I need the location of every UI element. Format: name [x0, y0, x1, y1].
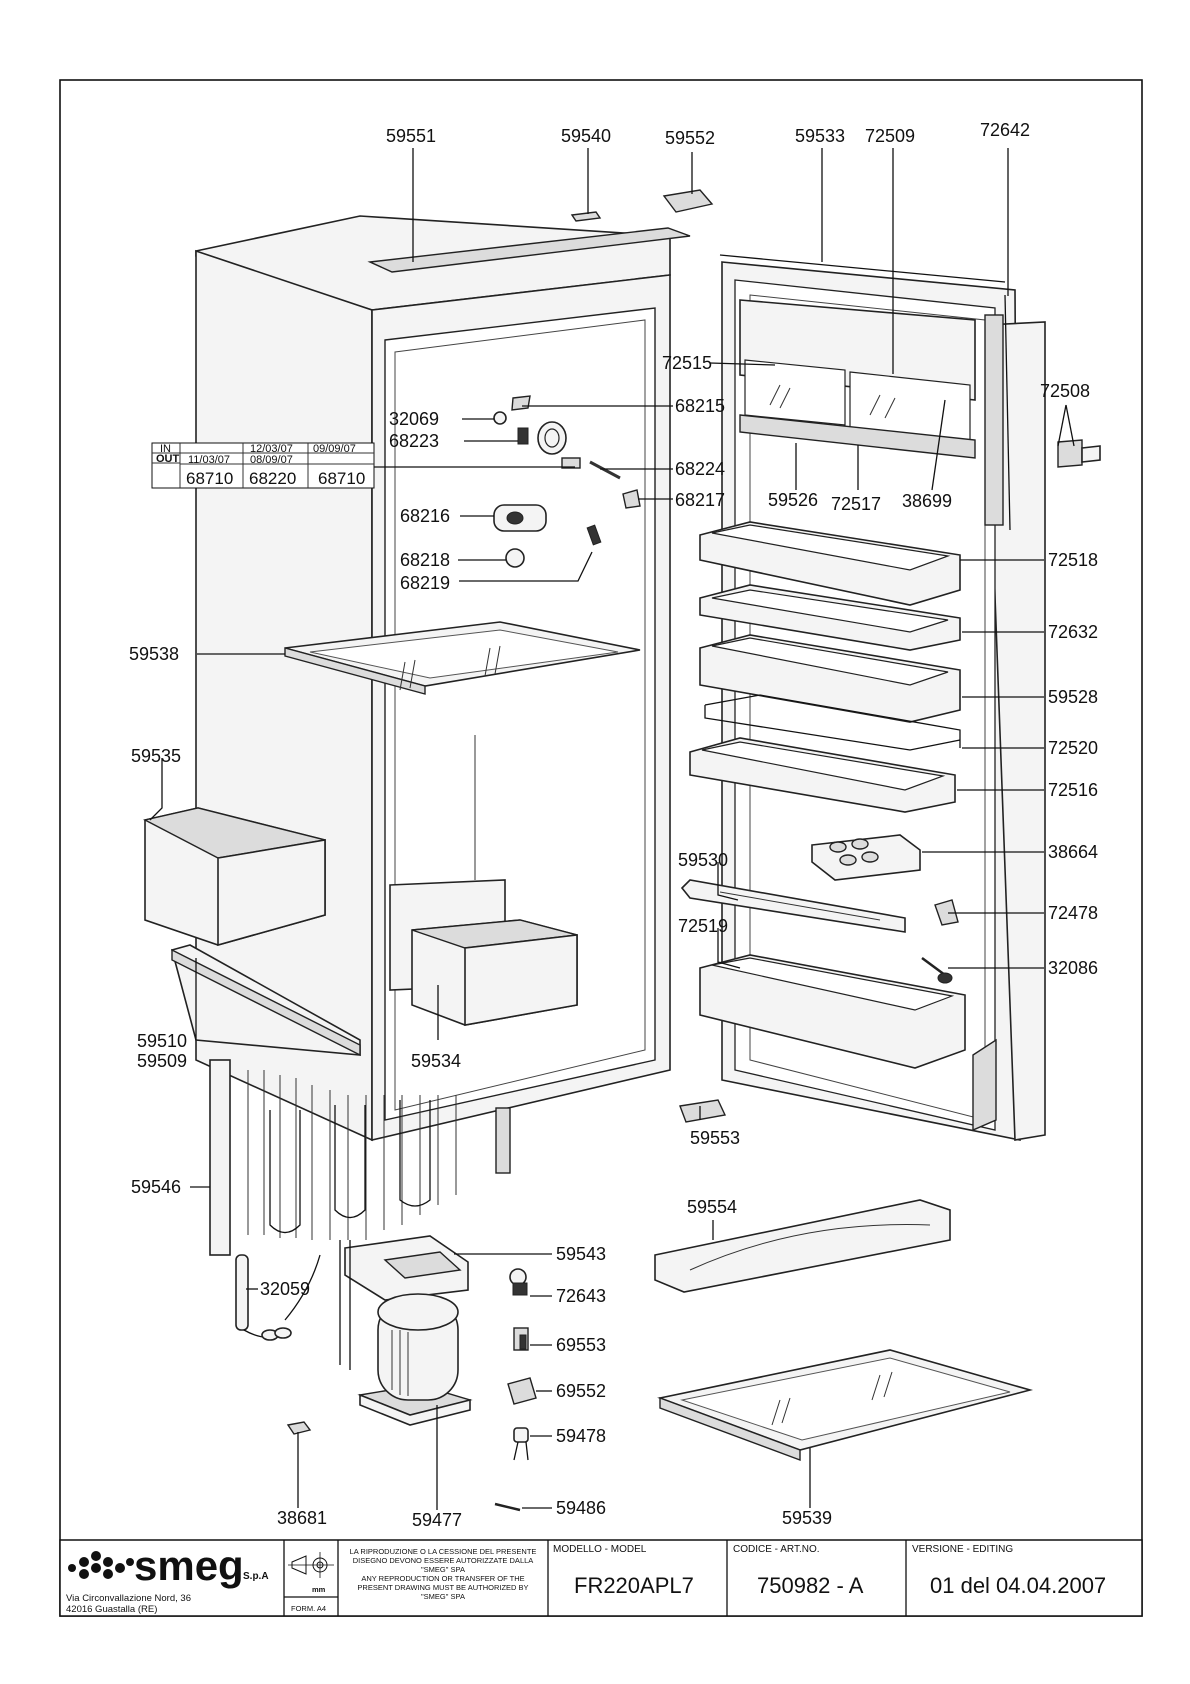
part-label-72643: 72643: [556, 1286, 606, 1306]
logo-text: smeg: [134, 1542, 244, 1589]
part-label-68217: 68217: [675, 490, 725, 510]
part-label-59540: 59540: [561, 126, 611, 146]
part-label-59478: 59478: [556, 1426, 606, 1446]
part-label-59538: 59538: [129, 644, 179, 664]
part-label-59534: 59534: [411, 1051, 461, 1071]
part-label-32059: 32059: [260, 1279, 310, 1299]
part-label-72517: 72517: [831, 494, 881, 514]
rev-code-2: 68220: [249, 469, 296, 488]
code-value: 750982 - A: [757, 1573, 864, 1598]
part-label-59539: 59539: [782, 1508, 832, 1528]
notice-it-2: DISEGNO DEVONO ESSERE AUTORIZZATE DALLA: [353, 1556, 534, 1565]
rev-out-date-2: 08/09/07: [250, 454, 293, 466]
version-value: 01 del 04.04.2007: [930, 1573, 1106, 1598]
part-label-68216: 68216: [400, 506, 450, 526]
part-label-69552: 69552: [556, 1381, 606, 1401]
notice-en-2: PRESENT DRAWING MUST BE AUTHORIZED BY: [357, 1583, 528, 1592]
title-block: smeg S.p.A Via Circonvallazione Nord, 36…: [59, 1539, 1143, 1617]
crisper-drawer-inner: [389, 879, 578, 1026]
thermostat-assembly: [493, 395, 641, 568]
part-label-72632: 72632: [1048, 622, 1098, 642]
address-line-2: 42016 Guastalla (RE): [66, 1604, 157, 1615]
part-label-68215: 68215: [675, 396, 725, 416]
crisper-drawer-left: [142, 807, 326, 947]
part-label-38699: 38699: [902, 491, 952, 511]
part-label-68224: 68224: [675, 459, 725, 479]
glass-shelf-upper: [284, 621, 641, 695]
part-label-72642: 72642: [980, 120, 1030, 140]
rev-in-label: IN: [160, 443, 171, 455]
part-label-72515: 72515: [662, 353, 712, 373]
front-rail: [171, 944, 361, 1057]
notice-it-1: LA RIPRODUZIONE O LA CESSIONE DEL PRESEN…: [350, 1547, 537, 1556]
part-label-72518: 72518: [1048, 550, 1098, 570]
part-label-32086: 32086: [1048, 958, 1098, 978]
glass-shelf-lower: [657, 1349, 1034, 1462]
dairy-compartment: [739, 299, 976, 459]
part-label-72509: 72509: [865, 126, 915, 146]
part-label-72508: 72508: [1040, 381, 1090, 401]
part-label-68223: 68223: [389, 431, 439, 451]
part-label-69553: 69553: [556, 1335, 606, 1355]
version-label: VERSIONE - EDITING: [912, 1544, 1013, 1555]
rev-out-label: OUT: [156, 453, 180, 465]
part-label-59477: 59477: [412, 1510, 462, 1530]
notice-it-3: "SMEG" SPA: [421, 1565, 465, 1574]
part-label-59528: 59528: [1048, 687, 1098, 707]
code-label: CODICE - ART.NO.: [733, 1544, 820, 1555]
compressor-bracket: [339, 1235, 469, 1370]
part-label-68218: 68218: [400, 550, 450, 570]
electrical-parts: [286, 1268, 537, 1512]
model-label: MODELLO - MODEL: [553, 1544, 647, 1555]
part-labels: 59551 59540 59552 59533 72509 72642 7251…: [129, 120, 1098, 1530]
part-label-72478: 72478: [1048, 903, 1098, 923]
part-label-59535: 59535: [131, 746, 181, 766]
address-line-1: Via Circonvallazione Nord, 36: [66, 1593, 191, 1604]
format-label: FORM. A4: [291, 1604, 326, 1613]
part-label-59530: 59530: [678, 850, 728, 870]
part-label-38664: 38664: [1048, 842, 1098, 862]
rev-code-3: 68710: [318, 469, 365, 488]
part-label-59509: 59509: [137, 1051, 187, 1071]
part-label-59553: 59553: [690, 1128, 740, 1148]
part-label-59543: 59543: [556, 1244, 606, 1264]
door-shelves: [680, 521, 966, 1069]
part-label-68219: 68219: [400, 573, 450, 593]
part-label-59552: 59552: [665, 128, 715, 148]
condenser-coil: [209, 1059, 511, 1256]
bottom-hinge-bracket: [679, 1099, 727, 1123]
part-label-38681: 38681: [277, 1508, 327, 1528]
rev-in-date-2: 09/09/07: [313, 443, 356, 455]
part-label-72516: 72516: [1048, 780, 1098, 800]
revision-table: IN OUT 12/03/07 09/09/07 11/03/07 08/09/…: [151, 442, 375, 489]
lower-hinge-right: [1057, 439, 1101, 468]
rev-in-date-1: 12/03/07: [250, 443, 293, 455]
part-label-59533: 59533: [795, 126, 845, 146]
part-label-59546: 59546: [131, 1177, 181, 1197]
kick-plate: [654, 1199, 951, 1293]
capillary-tube: [235, 1254, 321, 1341]
part-label-59554: 59554: [687, 1197, 737, 1217]
compressor: [357, 1293, 473, 1426]
part-label-32069: 32069: [389, 409, 439, 429]
part-label-59510: 59510: [137, 1031, 187, 1051]
notice-en-3: "SMEG" SPA: [421, 1592, 465, 1601]
rev-out-date-1: 11/03/07: [188, 454, 230, 466]
part-label-72520: 72520: [1048, 738, 1098, 758]
part-label-59526: 59526: [768, 490, 818, 510]
part-label-72519: 72519: [678, 916, 728, 936]
model-value: FR220APL7: [574, 1573, 694, 1598]
rev-code-1: 68710: [186, 469, 233, 488]
notice-en-1: ANY REPRODUCTION OR TRANSFER OF THE: [361, 1574, 524, 1583]
logo-suffix: S.p.A: [243, 1571, 269, 1582]
unit-label: mm: [312, 1585, 326, 1594]
projection-symbol: mm: [288, 1552, 334, 1594]
leader-lines: [149, 148, 1075, 1510]
smeg-logo: smeg S.p.A: [68, 1542, 269, 1589]
part-label-59551: 59551: [386, 126, 436, 146]
part-label-59486: 59486: [556, 1498, 606, 1518]
